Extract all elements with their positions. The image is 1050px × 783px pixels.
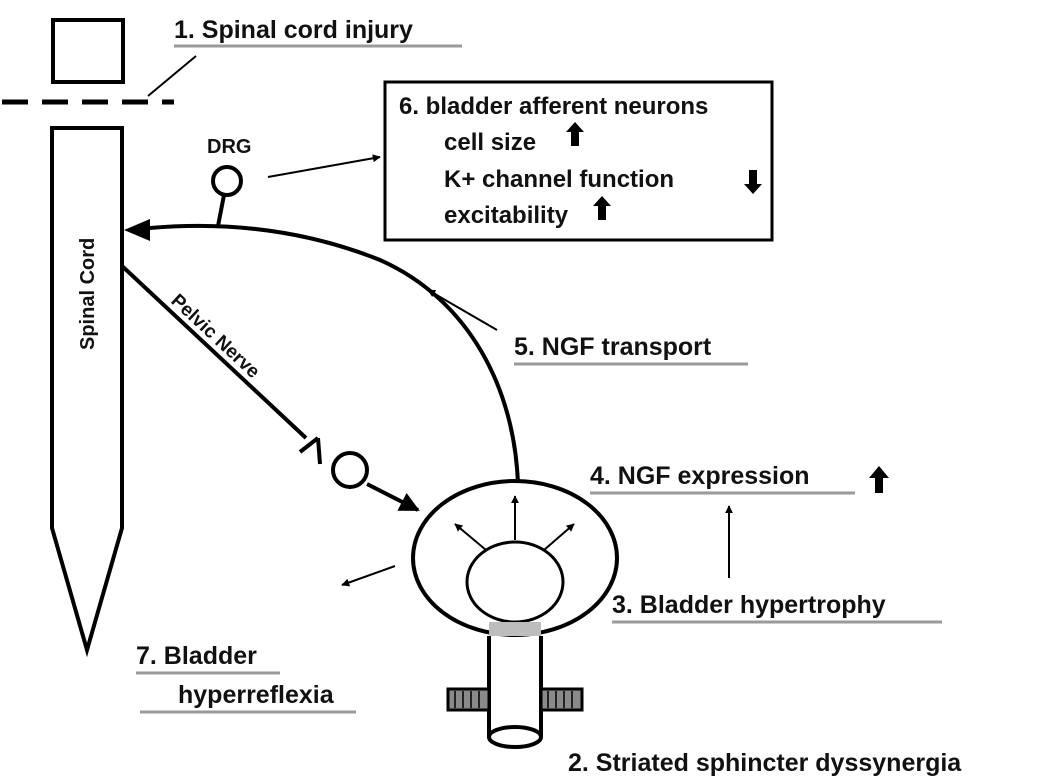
- step6-item-k-channel: K+ channel function: [444, 166, 674, 193]
- ngf-arrow-right: [543, 523, 575, 551]
- step3-label: 3. Bladder hypertrophy: [612, 591, 886, 619]
- urethra-neck: [489, 622, 541, 636]
- urethra: [487, 636, 543, 736]
- pelvic-to-bladder-arrow: [366, 482, 420, 512]
- step5-label: 5. NGF transport: [514, 333, 712, 361]
- afferent-neurons-box: [383, 80, 774, 242]
- ngf-transport-arrow: [427, 289, 498, 331]
- drg-label: DRG: [207, 136, 251, 158]
- upper-cord-block: [51, 18, 125, 84]
- afferent-nerve-path: [149, 223, 520, 486]
- step6-item-cell-size: cell size: [444, 129, 536, 156]
- urethra-opening: [487, 725, 543, 749]
- pelvic-nerve-label: Pelvic Nerve: [167, 290, 264, 382]
- ngf-arrow-left: [454, 523, 487, 551]
- pelvic-nerve-line: [120, 264, 308, 440]
- step2-label: 2. Striated sphincter dyssynergia: [568, 749, 962, 777]
- spinal-cord-label: Spinal Cord: [77, 238, 99, 350]
- hyperreflexia-arrow: [341, 565, 396, 587]
- down-arrow-icon: [744, 170, 762, 194]
- step7-label-line2: hyperreflexia: [178, 681, 335, 709]
- injury-pointer-line: [147, 55, 197, 97]
- drg-stem: [216, 194, 226, 227]
- up-arrow-icon: [869, 466, 889, 493]
- up-arrow-icon: [566, 122, 584, 146]
- spinal-cord-shape: [50, 126, 124, 658]
- drg-to-box-arrow: [267, 154, 381, 178]
- step7-label-line1: 7. Bladder: [136, 642, 257, 670]
- up-arrow-icon: [593, 196, 611, 220]
- step6-title: 6. bladder afferent neurons: [399, 93, 708, 120]
- sphincter-hatch: [454, 691, 573, 708]
- step6-item-excitability: excitability: [444, 202, 569, 229]
- step1-label: 1. Spinal cord injury: [174, 16, 413, 44]
- drg-ganglion: [211, 165, 243, 197]
- bladder-inner: [465, 540, 565, 624]
- pelvic-ganglion: [331, 451, 369, 489]
- synapse-fork: [298, 436, 322, 465]
- afferent-arrowhead: [124, 219, 150, 241]
- step4-label: 4. NGF expression: [590, 462, 810, 490]
